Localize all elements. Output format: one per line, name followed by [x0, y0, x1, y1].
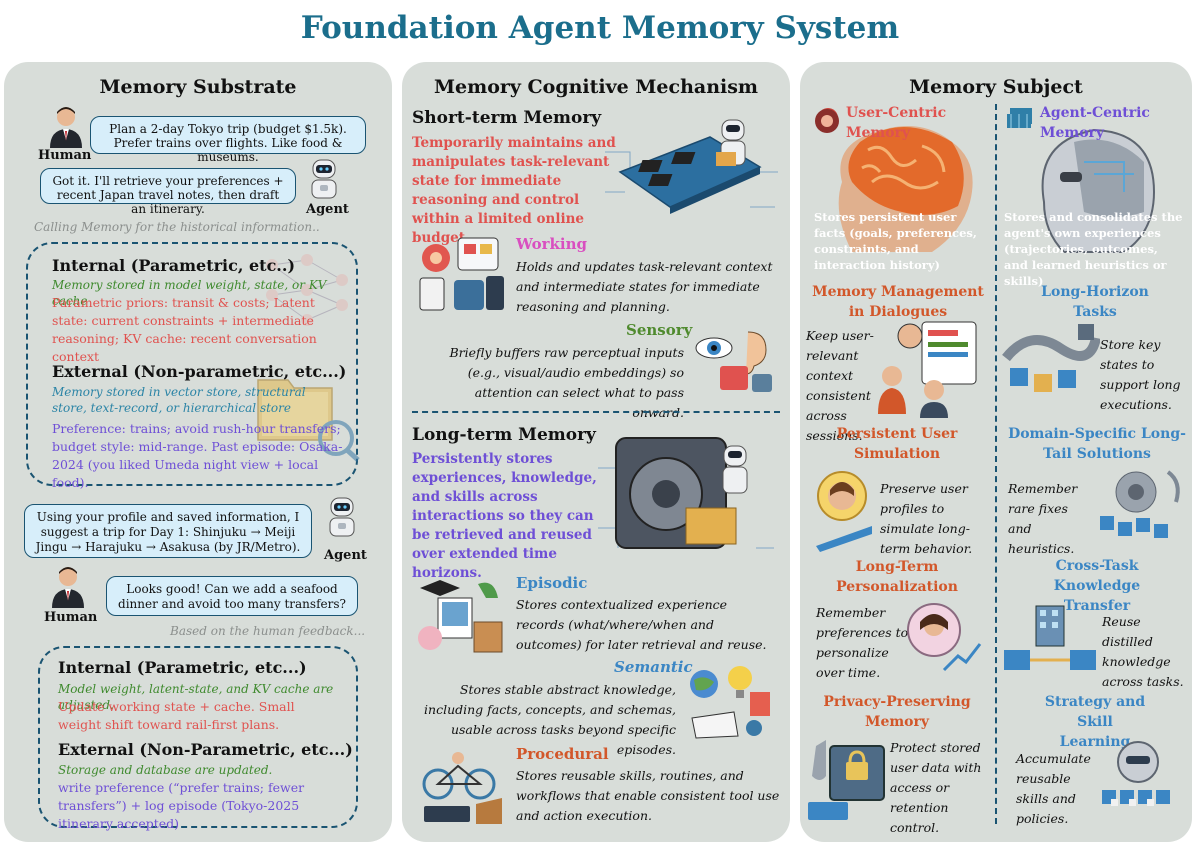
privacy-illustration — [806, 736, 890, 828]
calling-memory-note: Calling Memory for the historical inform… — [34, 220, 320, 234]
agent-item-heading-2: Cross-Task Knowledge Transfer — [1053, 558, 1141, 614]
agent-label-1: Agent — [306, 202, 349, 217]
agent-avatar-1 — [304, 158, 344, 204]
box1-external-body: Preference: trains; avoid rush-hour tran… — [52, 421, 343, 490]
agent-item-desc-1: Remember rare fixes and heuristics. — [1008, 481, 1078, 556]
long-term-heading: Long-term Memory — [412, 425, 596, 445]
box1-internal-sub: Memory stored in model weight, state, or… — [52, 278, 327, 308]
agent-item-heading-1: Domain-Specific Long-Tail Solutions — [1008, 426, 1186, 462]
box2-internal-heading: Internal (Parametric, etc...) — [58, 658, 307, 677]
semantic-heading: Semantic — [614, 658, 693, 676]
neural-net-illustration — [262, 250, 352, 334]
semantic-desc: Stores stable abstract knowledge, includ… — [424, 682, 676, 757]
box1-internal-body: Parametric priors: transit & costs; Late… — [52, 295, 317, 364]
box2-internal-body: Update working state + cache. Small weig… — [58, 699, 295, 732]
human-label-1: Human — [38, 148, 92, 163]
episodic-desc: Stores contextualized experience records… — [516, 597, 767, 652]
human-avatar-1 — [46, 104, 86, 152]
user-centric-icon — [814, 108, 840, 138]
simulation-illustration — [812, 466, 878, 558]
human-message-1: Plan a 2-day Tokyo trip (budget $1.5k). … — [90, 116, 366, 164]
sensory-illustration — [692, 326, 778, 400]
working-heading: Working — [516, 235, 588, 253]
user-item-desc-2: Remember preferences to personalize over… — [816, 605, 909, 680]
agent-item-desc-0: Store key states to support long executi… — [1100, 337, 1181, 412]
agent-centric-heading: Agent-Centric Memory — [1040, 105, 1150, 141]
brain-illustration — [812, 102, 990, 272]
folder-illustration — [252, 362, 362, 466]
agent-item-heading-3: Strategy and Skill Learning — [1044, 694, 1146, 750]
agent-message-2: Using your profile and saved information… — [24, 504, 312, 558]
agent-avatar-2 — [322, 496, 362, 542]
subject-divider — [995, 104, 997, 824]
subject-heading: Memory Subject — [909, 76, 1083, 98]
memory-box-1 — [26, 242, 358, 486]
box1-external-sub: Memory stored in vector store, structura… — [52, 385, 306, 415]
robot-icon — [311, 159, 337, 199]
agent-item-heading-0: Long-Horizon Tasks — [1041, 284, 1149, 320]
skill-learning-illustration — [1092, 734, 1182, 828]
agent-message-1: Got it. I'll retrieve your preferences +… — [40, 168, 296, 216]
box2-external-body: write preference (“prefer trains; fewer … — [58, 780, 305, 831]
procedural-heading: Procedural — [516, 745, 609, 763]
user-centric-desc: Stores persistent user facts (goals, pre… — [814, 210, 977, 272]
user-item-heading-2: Long-Term Personalization — [836, 559, 958, 595]
transfer-illustration — [1000, 600, 1100, 686]
box1-internal-heading: Internal (Parametric, etc..) — [52, 256, 296, 275]
working-desc: Holds and updates task-relevant context … — [516, 259, 773, 314]
ram-chip-illustration — [600, 112, 780, 226]
box1-external-heading: External (Non-parametric, etc...) — [52, 362, 347, 381]
substrate-heading: Memory Substrate — [99, 76, 297, 98]
long-horizon-illustration — [1000, 318, 1101, 404]
user-centric-heading: User-Centric Memory — [846, 105, 947, 141]
agent-centric-desc: Stores and consolidates the agent's own … — [1004, 210, 1183, 288]
episodic-heading: Episodic — [516, 574, 588, 592]
procedural-illustration — [414, 744, 510, 834]
user-item-desc-3: Protect stored user data with access or … — [890, 740, 982, 835]
page-title: Foundation Agent Memory System — [300, 10, 900, 46]
agent-item-desc-3: Accumulate reusable skills and policies. — [1016, 751, 1091, 826]
working-memory-illustration — [414, 232, 510, 322]
feedback-note: Based on the human feedback... — [170, 624, 366, 638]
sensory-heading: Sensory — [626, 321, 693, 339]
user-item-desc-1: Preserve user profiles to simulate long-… — [880, 481, 973, 556]
short-term-heading: Short-term Memory — [412, 108, 602, 128]
long-tail-illustration — [1096, 462, 1188, 552]
robot-icon — [329, 497, 355, 537]
box2-external-sub: Storage and database are updated. — [58, 763, 273, 777]
memory-box-2 — [38, 646, 358, 828]
mechanism-divider — [412, 411, 780, 413]
long-term-desc: Persistently stores experiences, knowled… — [412, 451, 597, 581]
dialogue-illustration — [874, 318, 980, 422]
user-item-heading-0: Memory Management in Dialogues — [812, 284, 984, 320]
box2-internal-sub: Model weight, latent-state, and KV cache… — [58, 682, 334, 712]
user-item-heading-1: Persistent User Simulation — [836, 426, 958, 462]
short-term-desc: Temporarily maintains and manipulates ta… — [412, 135, 616, 246]
mechanism-heading: Memory Cognitive Mechanism — [433, 76, 759, 98]
human-label-2: Human — [44, 610, 98, 625]
agent-centric-icon — [1006, 110, 1032, 136]
human-message-2: Looks good! Can we add a seafood dinner … — [106, 576, 358, 616]
procedural-desc: Stores reusable skills, routines, and wo… — [516, 768, 780, 823]
user-item-heading-3: Privacy-Preserving Memory — [823, 694, 971, 730]
person-icon — [52, 567, 84, 608]
personalization-illustration — [904, 600, 984, 684]
box2-external-heading: External (Non-Parametric, etc...) — [58, 740, 353, 759]
agent-item-desc-2: Reuse distilled knowledge across tasks. — [1102, 614, 1184, 689]
person-icon — [50, 107, 82, 148]
vault-illustration — [596, 428, 776, 572]
user-item-desc-0: Keep user-relevant context consistent ac… — [806, 328, 874, 443]
human-avatar-2 — [48, 564, 88, 612]
agent-label-2: Agent — [324, 548, 367, 563]
episodic-illustration — [414, 574, 510, 664]
semantic-illustration — [684, 662, 776, 744]
